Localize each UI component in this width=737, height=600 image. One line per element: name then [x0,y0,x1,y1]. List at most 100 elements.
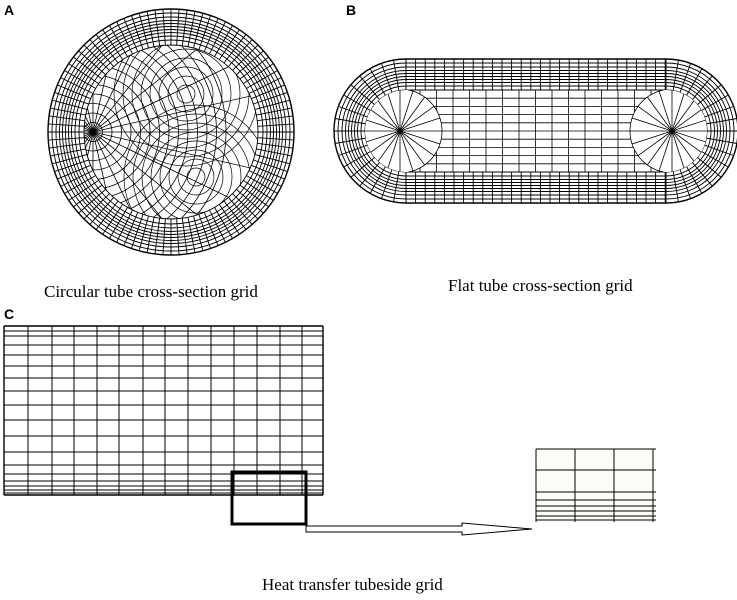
mesh-radial-line [83,44,110,71]
mesh-radial-line [706,118,737,125]
mesh-curve [176,84,196,104]
mesh-radial-line [60,77,94,94]
mesh-radial-line [692,162,713,187]
mesh-spoke [92,45,138,133]
mesh-radial-line [187,11,196,47]
mesh-radial-line [679,169,692,199]
mesh-radial-line [102,204,124,235]
mesh-radial-line [95,200,119,230]
caption-tubeside-grid: Heat transfer tubeside grid [262,575,443,594]
mesh-radial-line [350,84,375,105]
mesh-radial-line [48,137,85,141]
mesh-spoke [671,117,707,132]
mesh-spoke [92,45,250,133]
mesh-spoke [386,90,401,132]
mesh-spoke [386,130,401,172]
mesh-spoke [637,105,673,132]
mesh-radial-line [68,179,99,201]
mesh-spoke [84,131,94,219]
mesh-curve [132,113,258,219]
mesh-radial-line [236,50,264,75]
mesh-radial-line [232,44,259,71]
mesh-radial-line [57,84,91,100]
mesh-radial-line [254,154,290,165]
mesh-radial-line [701,94,729,111]
panel-label-c: C [4,306,15,322]
mesh-radial-line [138,215,149,251]
mesh-spoke [671,130,707,145]
mesh-spoke [399,105,435,132]
mesh-radial-line [146,217,155,253]
mesh-radial-line [335,118,366,125]
mesh-radial-line [198,15,211,50]
mesh-radial-line [359,162,380,187]
mesh-spoke [399,117,441,132]
mesh-radial-line [246,70,278,89]
mesh-spoke [92,131,138,219]
zoomed-inset-grid [535,448,656,522]
mesh-curve [186,167,206,187]
mesh-radial-line [193,215,204,251]
mesh-radial-line [218,204,240,235]
mesh-curve [113,45,258,167]
mesh-radial-line [706,137,737,144]
mesh-spoke [365,117,401,132]
mesh-radial-line [187,217,196,253]
mesh-curve [141,122,251,219]
mesh-spoke [658,90,673,132]
mesh-radial-line [686,68,703,96]
mesh-radial-line [198,214,211,249]
mesh-radial-line [95,34,119,64]
mesh-radial-line [369,68,386,96]
mesh-radial-line [54,92,89,105]
mesh-radial-line [679,63,692,93]
mesh-radial-line [68,63,99,85]
mesh-radial-line [203,212,219,246]
mesh-spoke [399,96,426,132]
mesh-spoke [84,131,94,219]
mesh-radial-line [253,92,288,105]
mesh-spoke [84,45,94,133]
mesh-radial-line [50,107,86,116]
mesh-radial-line [78,50,106,75]
mesh-radial-line [239,184,269,208]
mesh-radial-line [686,166,703,194]
mesh-radial-line [248,170,282,187]
mesh-radial-line [380,63,393,93]
mesh-radial-line [64,175,96,194]
mesh-curve [167,75,205,113]
zoom-region-box [230,470,308,526]
circle-interior [84,45,258,219]
mesh-radial-line [116,209,133,243]
mesh-radial-line [697,84,722,105]
mesh-radial-line [257,115,294,122]
mesh-radial-line [109,25,128,57]
mesh-spoke [646,130,673,166]
mesh-curve [140,48,232,140]
mesh-radial-line [154,218,161,255]
mesh-radial-line [243,179,274,201]
flat-tube-mesh [333,58,737,204]
mesh-radial-line [209,209,226,243]
mesh-spoke [374,130,401,166]
mesh-radial-line [73,184,103,208]
mesh-spoke [637,130,673,157]
mesh-radial-line [102,29,124,60]
mesh-radial-line [672,60,679,91]
mesh-spoke [399,130,441,145]
mesh-radial-line [60,170,94,187]
mesh-spoke [92,45,181,133]
mesh-radial-line [248,77,282,94]
mesh-radial-line [223,200,247,230]
mesh-radial-line [253,159,288,172]
mesh-radial-line [123,212,139,246]
mesh-radial-line [257,142,294,149]
mesh-spoke [365,130,401,157]
mesh-curve [177,158,215,196]
mesh-radial-line [343,94,371,111]
inset-background [536,449,656,522]
mesh-radial-line [251,84,285,100]
mesh-radial-line [256,107,292,116]
mesh-radial-line [369,166,386,194]
mesh-spoke [92,45,219,133]
